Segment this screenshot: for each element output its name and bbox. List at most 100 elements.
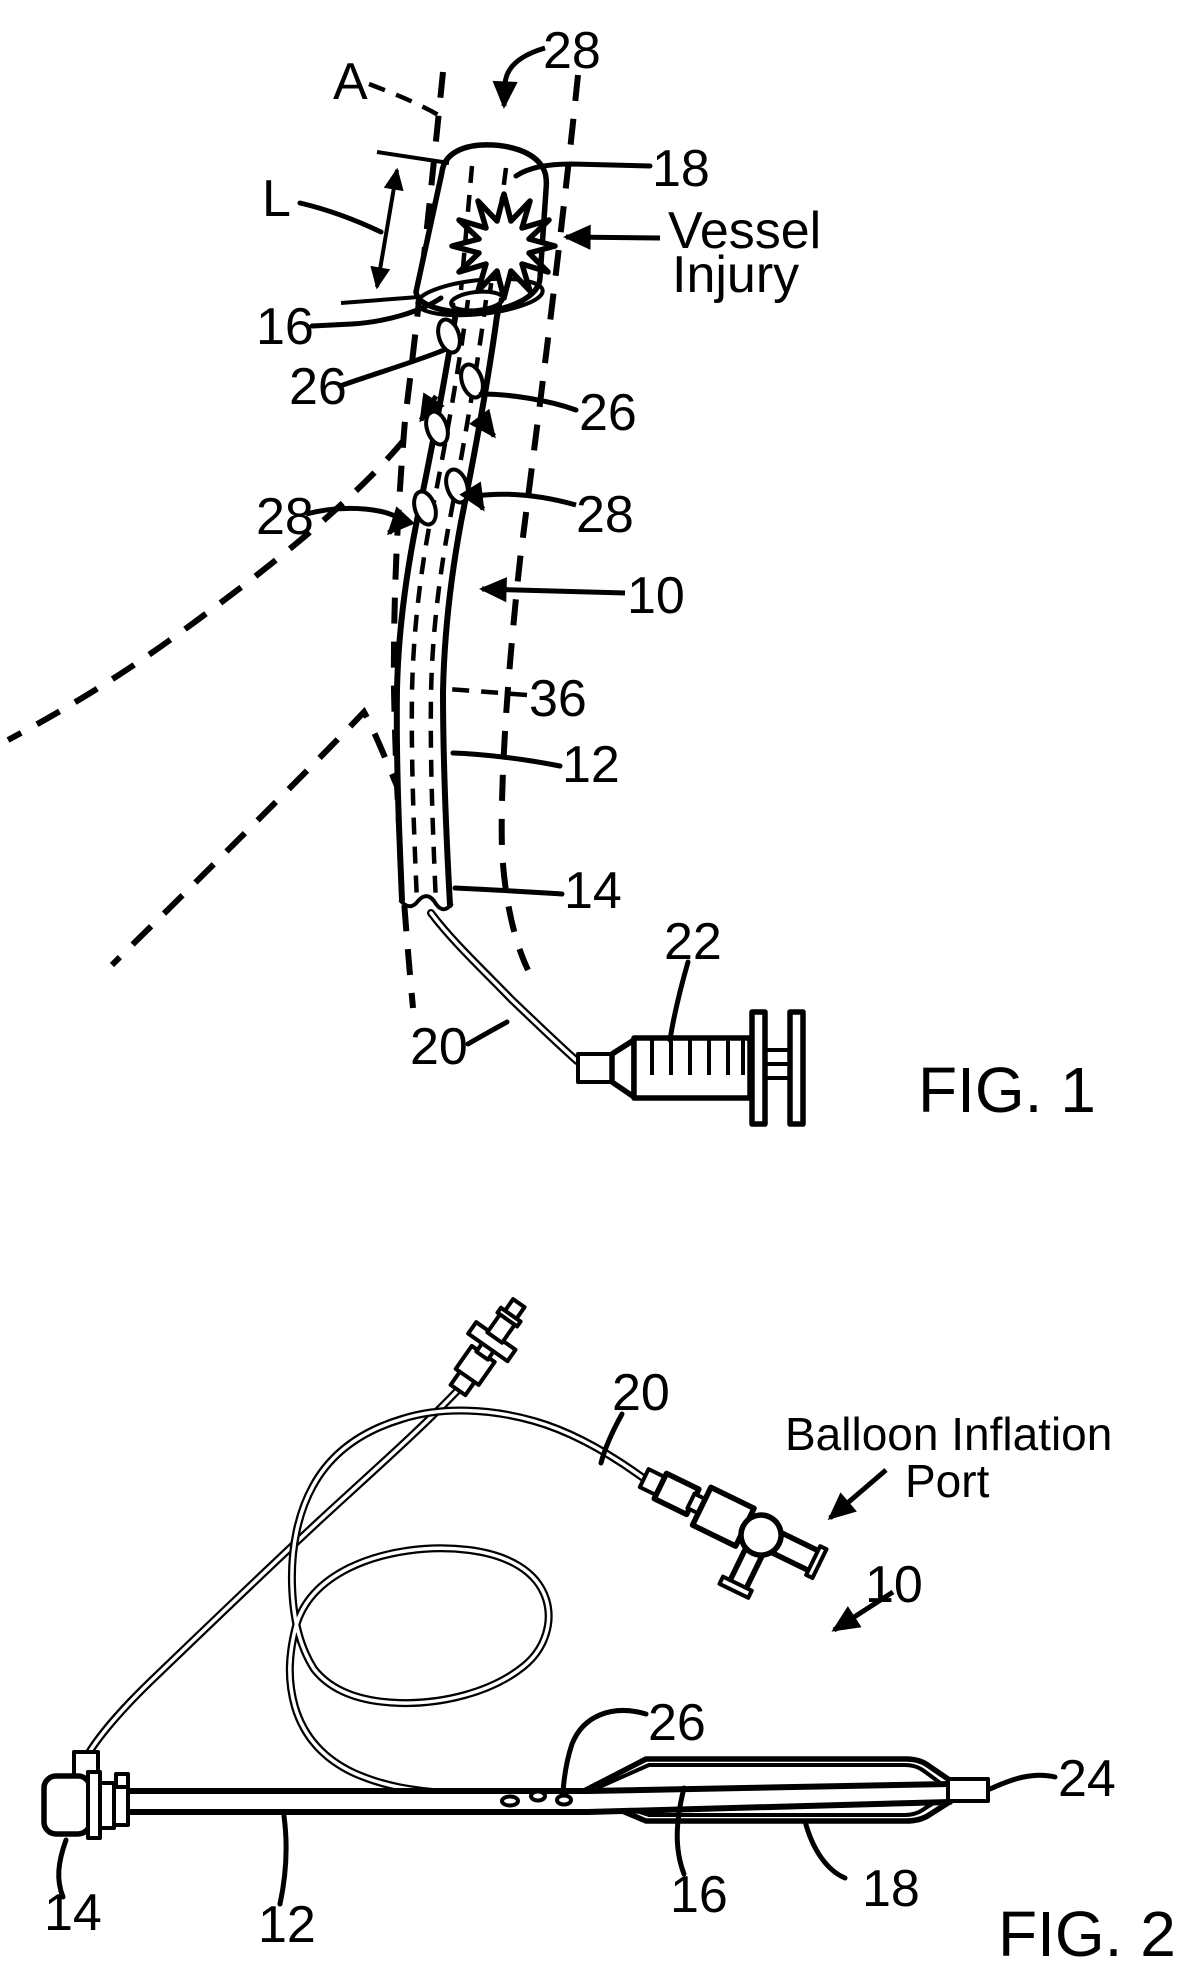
section-a-leader	[368, 81, 442, 118]
figure-2-caption: FIG. 2	[998, 1898, 1176, 1970]
label-side-holes-2: 26	[648, 1694, 706, 1752]
balloon-inner-wall-top	[596, 1763, 945, 1790]
figure-1: A 28 18 Vessel Injury L 16 26 26 28 28 1…	[6, 22, 1096, 1127]
extension-line-top	[376, 150, 450, 165]
vessel-injury-starburst	[449, 191, 558, 301]
catheter-arrow	[479, 577, 626, 603]
label-outflow-left: 28	[256, 488, 314, 546]
side-hole	[459, 362, 485, 400]
label-inner-lumen: 36	[529, 670, 587, 728]
label-vessel-injury-1: Vessel	[668, 202, 821, 260]
label-inflation-tube: 20	[410, 1018, 468, 1076]
side-hole	[529, 1789, 547, 1803]
syringe-plunger-rod	[764, 1048, 790, 1080]
side-hole	[436, 317, 462, 355]
shaft2-fill	[126, 1791, 588, 1812]
label-balloon: 18	[652, 140, 710, 198]
balloon-leader	[513, 161, 653, 179]
inflation-port-arrow	[827, 1468, 888, 1520]
connector-tip	[503, 1297, 527, 1321]
flow-arrow-top	[492, 45, 546, 109]
label-vessel-injury-2: Injury	[672, 246, 799, 304]
distal-tip-leader	[987, 1772, 1058, 1792]
syringe-plunger-flange	[749, 1009, 768, 1127]
inflation-tube-loop-outer	[285, 1406, 650, 1797]
inner-shaft-leader	[674, 1785, 687, 1877]
label-catheter-2: 10	[865, 1556, 923, 1614]
syringe	[576, 1009, 806, 1127]
distal-tip-tube	[946, 1777, 990, 1803]
label-hub: 14	[44, 1884, 102, 1942]
flow-arrow-small-left	[418, 392, 445, 423]
vessel-wall-right	[498, 74, 581, 972]
label-balloon-2: 18	[862, 1860, 920, 1918]
shaft2-bottom-line	[123, 1799, 953, 1815]
label-shaft-lower: 14	[564, 862, 622, 920]
balloon-neck-leader	[309, 295, 444, 329]
label-distal-tip: 24	[1058, 1750, 1116, 1808]
shaft-wall-right	[440, 313, 500, 908]
hub-body	[41, 1773, 93, 1837]
hub-leader	[56, 1837, 69, 1900]
syringe-tip	[576, 1052, 614, 1084]
label-balloon-neck: 16	[256, 298, 314, 356]
inflation-port-stopcock	[637, 1467, 829, 1600]
outflow-right-arrow	[459, 481, 577, 512]
hub-ring-2	[112, 1785, 130, 1827]
shaft-leader-2	[277, 1813, 289, 1907]
label-shaft: 12	[562, 736, 620, 794]
label-balloon-inflation-2: Port	[905, 1455, 990, 1507]
balloon-inner-wall-bottom	[596, 1795, 945, 1817]
label-port-right: 26	[579, 384, 637, 442]
inflation-tube-loop-inner	[288, 1408, 648, 1795]
inflation-tube-leader-2	[598, 1411, 625, 1466]
hub-ring-1	[98, 1781, 116, 1830]
balloon-leader-2	[802, 1818, 848, 1881]
figure-1-caption: FIG. 1	[918, 1054, 1096, 1126]
shaft-lower-leader	[452, 885, 565, 897]
inner-lumen-left	[409, 299, 471, 903]
side-hole	[412, 489, 438, 527]
inflation-tube-leader	[465, 1019, 510, 1047]
dimension-l	[297, 150, 450, 305]
stopcock-valve-ball	[738, 1512, 784, 1558]
luer-connector	[448, 1297, 527, 1398]
label-syringe: 22	[664, 913, 722, 971]
shaft-leader	[450, 750, 563, 769]
balloon-bottom-face	[415, 276, 545, 318]
syringe-cone	[609, 1037, 637, 1100]
side-hole	[555, 1793, 573, 1807]
outflow-left-arrow	[305, 505, 415, 536]
vessel-branch-lower-wall	[109, 706, 405, 968]
label-length-l: L	[262, 170, 291, 228]
syringe-thumb-plate	[787, 1009, 806, 1127]
syringe-graduations	[650, 1040, 745, 1075]
stopcock-end-flange	[804, 1544, 829, 1580]
label-outflow-right: 28	[576, 486, 634, 544]
port-right-leader	[478, 391, 579, 413]
hub-assembly	[41, 1750, 130, 1840]
inflation-tube-inner	[429, 911, 579, 1063]
drainage-tube-inner	[85, 1386, 462, 1758]
label-inflation-tube-2: 20	[612, 1364, 670, 1422]
label-section-a: A	[333, 53, 368, 111]
shaft-break	[398, 894, 454, 912]
figure-2: 20 Balloon Inflation Port 10 26 24 14 12…	[41, 1297, 1176, 1970]
label-port-left: 26	[289, 358, 347, 416]
label-shaft-2: 12	[258, 1896, 316, 1954]
extension-line-bottom	[340, 295, 420, 305]
label-inner-shaft: 16	[670, 1866, 728, 1924]
l-leader	[297, 200, 384, 235]
flow-arrow-small-right	[469, 408, 496, 439]
label-balloon-inflation-1: Balloon Inflation	[785, 1408, 1112, 1460]
dimension-arrow	[370, 167, 404, 290]
label-catheter: 10	[627, 567, 685, 625]
side-holes-leader-2	[560, 1708, 649, 1795]
syringe-leader	[667, 959, 691, 1043]
vessel-injury-arrow	[563, 224, 661, 250]
stopcock-side-flange	[717, 1574, 754, 1600]
vessel-branch-upper-wall	[6, 438, 407, 743]
inner-lumen-leader	[447, 686, 528, 698]
